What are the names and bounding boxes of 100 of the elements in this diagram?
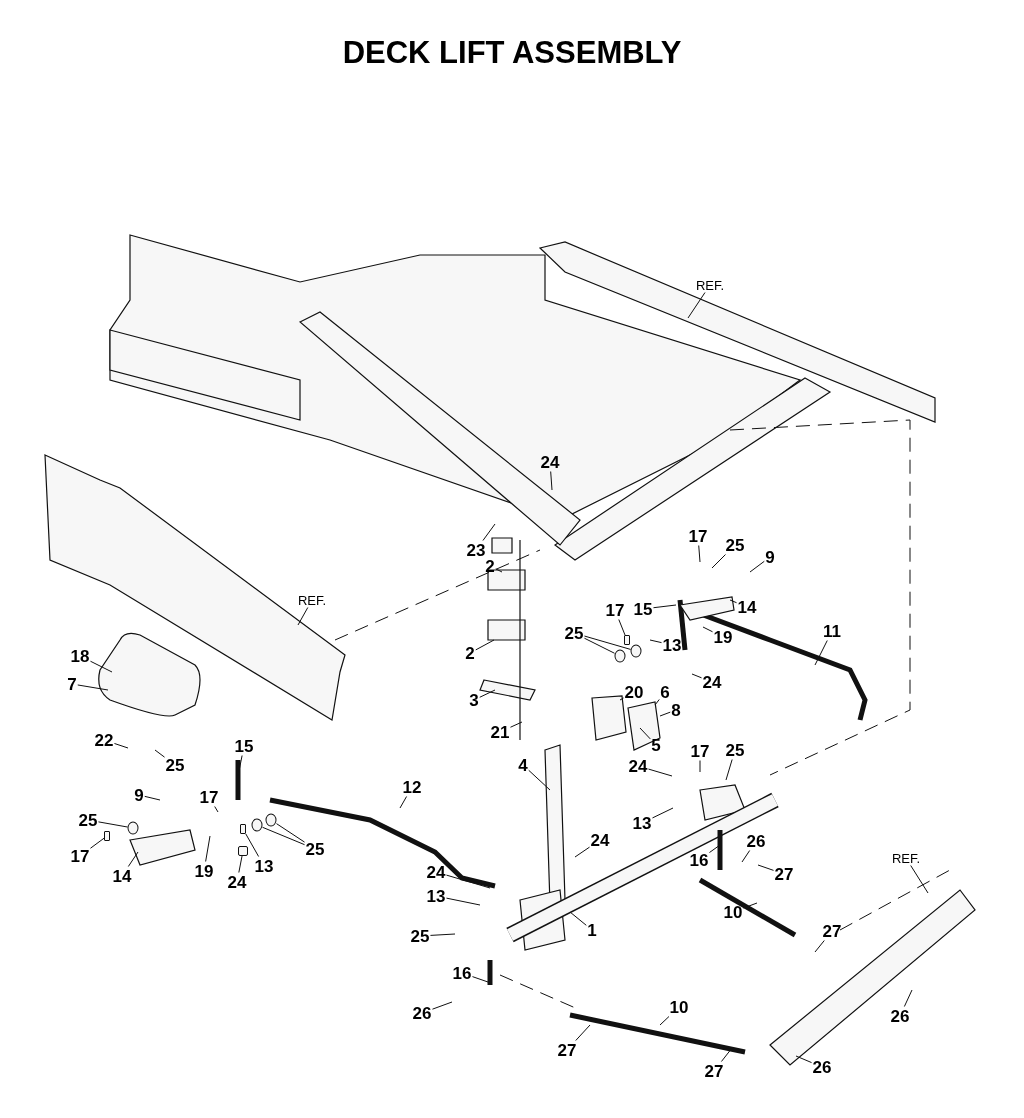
leader-line (659, 1016, 670, 1026)
leader-line (583, 637, 615, 654)
leader-line (237, 755, 243, 777)
callout-number: 16 (688, 850, 710, 870)
leader-line (729, 599, 738, 604)
callout-number: 26 (745, 831, 767, 851)
callout-number: 2 (484, 556, 496, 576)
leader-line (654, 698, 660, 706)
callout-number: 10 (722, 902, 744, 922)
callout-number: 9 (764, 547, 776, 567)
leader-line (647, 768, 673, 777)
leader-line (583, 635, 631, 650)
leader-line (698, 545, 701, 563)
callout-number: 21 (489, 722, 511, 742)
callout-number: 13 (253, 856, 275, 876)
callout-number: 24 (226, 872, 248, 892)
washer (630, 644, 642, 658)
callout-number: 1 (586, 920, 598, 940)
callout-number: 27 (773, 864, 795, 884)
callout-number: 24 (425, 862, 447, 882)
leader-line (702, 626, 714, 633)
callout-number: 6 (659, 682, 671, 702)
callout-number: REF. (890, 850, 922, 866)
leader-line (550, 471, 553, 491)
callout-number: 16 (451, 963, 473, 983)
callout-number: 11 (822, 621, 842, 641)
callout-number: 26 (889, 1006, 911, 1026)
leader-line (127, 851, 139, 867)
leader-line (509, 721, 523, 728)
callout-number: 19 (712, 627, 734, 647)
callout-number: 17 (687, 526, 709, 546)
callout-number: 25 (304, 839, 326, 859)
leader-line (528, 769, 551, 791)
leader-line (482, 523, 496, 541)
leader-line (618, 619, 626, 636)
leader-line (795, 1055, 813, 1064)
callout-number: 17 (198, 787, 220, 807)
callout-number: 25 (77, 810, 99, 830)
callout-number: 14 (111, 866, 133, 886)
callout-number: 27 (556, 1040, 578, 1060)
leader-line (276, 823, 306, 843)
callout-number: 9 (133, 785, 145, 805)
leader-line (651, 807, 674, 819)
leader-line (113, 743, 129, 749)
leader-line (245, 833, 260, 857)
callout-number: 18 (69, 646, 91, 666)
leader-line (742, 902, 758, 909)
callout-number: REF. (296, 592, 328, 608)
leader-line (814, 640, 828, 666)
leader-line (749, 560, 765, 573)
callout-number: 25 (724, 740, 746, 760)
leader-line (574, 846, 591, 858)
callout-number: 8 (670, 700, 682, 720)
callout-number: 24 (589, 830, 611, 850)
leader-line (205, 835, 211, 862)
leader-line (575, 1024, 591, 1041)
leader-line (97, 821, 128, 828)
leader-line (741, 850, 751, 863)
leader-line (910, 865, 929, 894)
callout-number: 7 (66, 674, 78, 694)
leader-line (429, 933, 456, 936)
leader-line (699, 760, 701, 773)
callout-number: 22 (93, 730, 115, 750)
callout-number: REF. (694, 277, 726, 293)
leader-line (144, 795, 161, 801)
callout-number: 10 (668, 997, 690, 1017)
pin (104, 831, 110, 841)
callout-number: 12 (401, 777, 423, 797)
washer (265, 813, 277, 827)
leader-line (708, 844, 721, 854)
leader-line (652, 604, 677, 609)
callout-number: 26 (811, 1057, 833, 1077)
leader-line (89, 660, 113, 673)
diagram-title: DECK LIFT ASSEMBLY (342, 36, 682, 71)
callout-number: 27 (821, 921, 843, 941)
leader-line (154, 749, 166, 758)
washer (251, 818, 263, 832)
leader-line (659, 711, 671, 717)
callout-number: 19 (193, 861, 215, 881)
callout-number: 3 (468, 690, 480, 710)
leader-line (475, 639, 495, 651)
leader-line (725, 759, 733, 781)
callout-number: 26 (411, 1003, 433, 1023)
callout-number: 25 (563, 623, 585, 643)
callout-number: 15 (632, 599, 654, 619)
callout-number: 17 (69, 846, 91, 866)
leader-line (262, 826, 306, 846)
leader-line (89, 837, 105, 849)
callout-number: 17 (604, 600, 626, 620)
callout-number: 24 (627, 756, 649, 776)
leader-line (687, 292, 706, 319)
leader-line (471, 976, 489, 983)
leader-line (814, 940, 825, 953)
callout-number: 13 (661, 635, 683, 655)
leader-line (445, 874, 491, 889)
callout-number: 24 (701, 672, 723, 692)
callout-number: 15 (233, 736, 255, 756)
callout-number: 5 (650, 735, 662, 755)
leader-line (711, 554, 726, 569)
callout-number: 4 (517, 755, 529, 775)
